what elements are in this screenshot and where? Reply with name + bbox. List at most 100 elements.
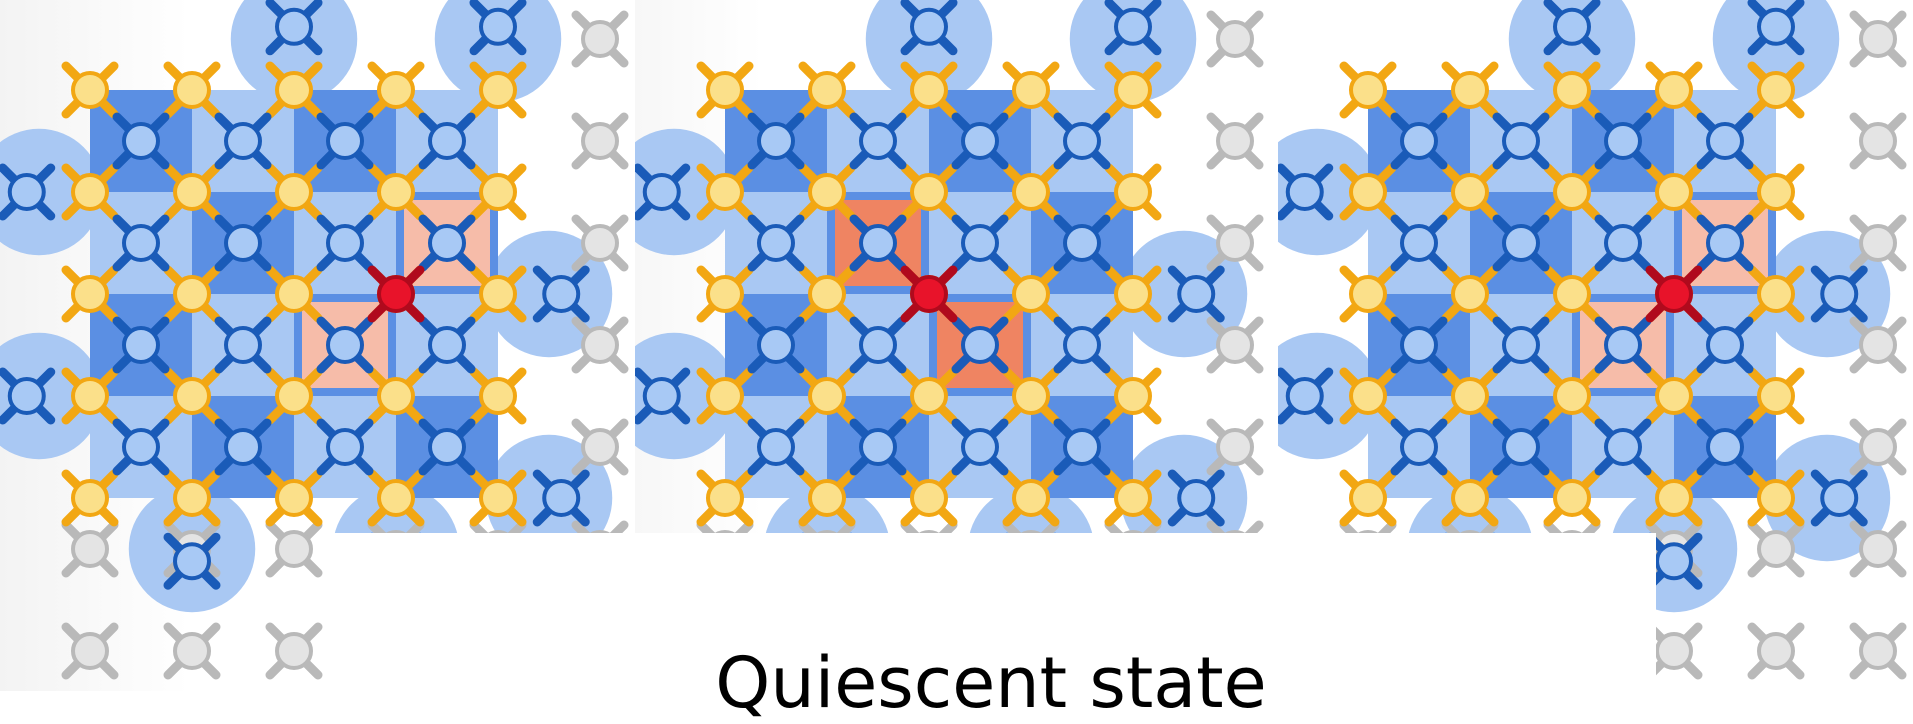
data-qubit-icon: [1810, 469, 1868, 527]
inactive-qubit-icon: [1206, 214, 1264, 272]
measure-qubit-icon: [265, 163, 323, 221]
measure-qubit-icon: [1543, 163, 1601, 221]
data-qubit-icon: [1696, 112, 1754, 170]
measure-qubit-icon: [265, 367, 323, 425]
data-qubit-icon: [900, 0, 958, 56]
measure-qubit-icon: [1543, 61, 1601, 119]
data-qubit-icon: [214, 214, 272, 272]
inactive-qubit-icon: [265, 520, 323, 578]
data-qubit-icon: [112, 112, 170, 170]
data-qubit-icon: [469, 0, 527, 56]
boundary-plaquette: [1712, 0, 1840, 103]
inactive-qubit-icon: [1849, 622, 1907, 680]
data-qubit-icon: [1594, 214, 1652, 272]
inactive-qubit-icon: [571, 418, 629, 476]
boundary-plaquette: [1508, 0, 1636, 103]
measure-qubit-icon: [696, 265, 754, 323]
measure-qubit-icon: [696, 469, 754, 527]
data-qubit-icon: [1594, 316, 1652, 374]
data-qubit-icon: [1278, 367, 1334, 425]
measure-qubit-icon: [163, 469, 221, 527]
data-qubit-icon: [1278, 163, 1334, 221]
data-qubit-icon: [747, 418, 805, 476]
measure-qubit-icon: [265, 61, 323, 119]
data-qubit-icon: [1390, 418, 1448, 476]
data-qubit-icon: [747, 214, 805, 272]
measure-qubit-icon: [696, 61, 754, 119]
measure-qubit-icon: [469, 469, 527, 527]
data-qubit-icon: [1053, 112, 1111, 170]
boundary-plaquette: [1069, 0, 1197, 103]
data-qubit-icon: [1492, 112, 1550, 170]
measure-qubit-icon: [469, 163, 527, 221]
boundary-plaquette: [635, 332, 738, 460]
inactive-qubit-icon: [1849, 316, 1907, 374]
data-qubit-icon: [747, 316, 805, 374]
data-qubit-icon: [1696, 214, 1754, 272]
data-qubit-icon: [214, 418, 272, 476]
data-qubit-icon: [1492, 418, 1550, 476]
measure-qubit-icon: [1441, 265, 1499, 323]
data-qubit-icon: [635, 163, 691, 221]
error-qubit-icon: [367, 265, 425, 323]
measure-qubit-icon: [798, 469, 856, 527]
data-qubit-icon: [1747, 0, 1805, 56]
error-qubit-icon: [900, 265, 958, 323]
data-qubit-icon: [1390, 112, 1448, 170]
measure-qubit-icon: [61, 367, 119, 425]
data-qubit-icon: [1104, 0, 1162, 56]
data-qubit-icon: [1390, 214, 1448, 272]
measure-qubit-icon: [1645, 367, 1703, 425]
data-qubit-icon: [532, 265, 590, 323]
data-qubit-icon: [1053, 214, 1111, 272]
measure-qubit-icon: [1747, 163, 1805, 221]
data-qubit-icon: [1492, 316, 1550, 374]
data-qubit-icon: [265, 0, 323, 56]
data-qubit-icon: [112, 316, 170, 374]
measure-qubit-icon: [1645, 61, 1703, 119]
data-qubit-icon: [635, 367, 691, 425]
measure-qubit-icon: [798, 265, 856, 323]
measure-qubit-icon: [469, 367, 527, 425]
data-qubit-icon: [849, 418, 907, 476]
measure-qubit-icon: [1104, 265, 1162, 323]
data-qubit-icon: [951, 316, 1009, 374]
data-qubit-icon: [849, 112, 907, 170]
inactive-qubit-icon: [571, 316, 629, 374]
boundary-plaquette: [1278, 332, 1381, 460]
inactive-qubit-icon: [1849, 418, 1907, 476]
measure-qubit-icon: [1543, 469, 1601, 527]
surface-code-lattice-left: [0, 0, 629, 680]
measure-qubit-icon: [367, 61, 425, 119]
data-qubit-icon: [532, 469, 590, 527]
measure-qubit-icon: [469, 61, 527, 119]
data-qubit-icon: [112, 418, 170, 476]
inactive-qubit-icon: [1206, 10, 1264, 68]
measure-qubit-icon: [900, 163, 958, 221]
data-qubit-icon: [951, 418, 1009, 476]
data-qubit-icon: [0, 367, 56, 425]
data-qubit-icon: [951, 214, 1009, 272]
measure-qubit-icon: [1104, 469, 1162, 527]
boundary-plaquette: [0, 332, 103, 460]
data-qubit-icon: [849, 316, 907, 374]
data-qubit-icon: [1810, 265, 1868, 323]
inactive-qubit-icon: [571, 214, 629, 272]
measure-qubit-icon: [1645, 469, 1703, 527]
data-qubit-icon: [1543, 0, 1601, 56]
data-qubit-icon: [1053, 418, 1111, 476]
measure-qubit-icon: [61, 61, 119, 119]
caption-box: Quiescent state: [326, 533, 1656, 723]
inactive-qubit-icon: [265, 622, 323, 680]
data-qubit-icon: [418, 316, 476, 374]
measure-qubit-icon: [1645, 163, 1703, 221]
data-qubit-icon: [316, 316, 374, 374]
data-qubit-icon: [849, 214, 907, 272]
measure-qubit-icon: [367, 367, 425, 425]
data-qubit-icon: [316, 418, 374, 476]
inactive-qubit-icon: [61, 622, 119, 680]
measure-qubit-icon: [163, 61, 221, 119]
data-qubit-icon: [163, 532, 221, 590]
measure-qubit-icon: [163, 163, 221, 221]
measure-qubit-icon: [1002, 367, 1060, 425]
